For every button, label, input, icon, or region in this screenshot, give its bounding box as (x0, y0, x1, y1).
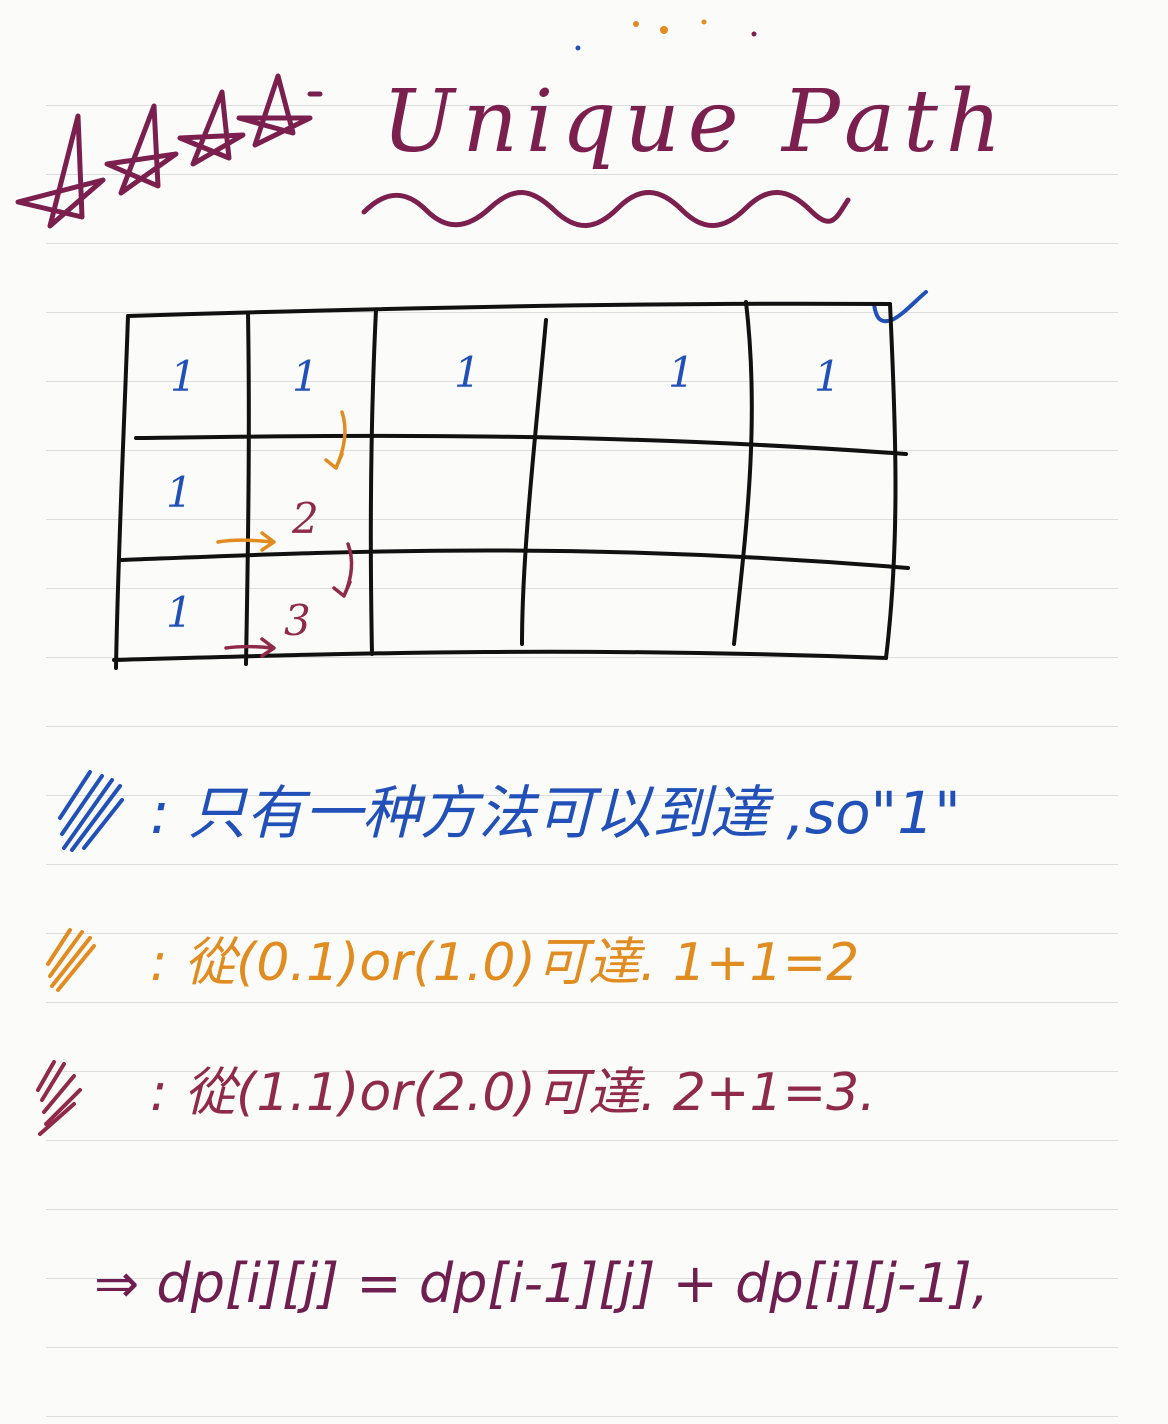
ruled-line (46, 1278, 1118, 1279)
grid-cell-0-0: 1 (170, 352, 197, 401)
ruled-line (46, 1209, 1118, 1210)
ruled-line (46, 450, 1118, 451)
grid-cell-1-1: 2 (292, 494, 319, 543)
ruled-line (46, 381, 1118, 382)
formula-text: ⇒ dp[i][j] = dp[i-1][j] + dp[i][j-1], (94, 1252, 989, 1315)
grid-cell-2-0: 1 (166, 588, 193, 637)
note-row-blue: : 只有一种方法可以到達 ,so"1" (150, 766, 961, 850)
ruled-line (46, 1347, 1118, 1348)
grid-cell-0-1: 1 (292, 352, 319, 401)
note-blue-text: : 只有一种方法可以到達 ,so"1" (150, 779, 961, 847)
ruled-line (46, 105, 1118, 106)
ruled-line (46, 726, 1118, 727)
formula-row: ⇒ dp[i][j] = dp[i-1][j] + dp[i][j-1], (94, 1252, 989, 1315)
ruled-line (46, 1416, 1118, 1417)
ruled-line (46, 657, 1118, 658)
blue-hatching-icon (58, 770, 124, 852)
grid-cell-0-2: 1 (454, 348, 481, 397)
note-maroon-text: : 從(1.1)or(2.0)可達. 2+1=3. (150, 1063, 876, 1123)
grid-cell-0-4: 1 (814, 352, 841, 401)
ruled-line (46, 1071, 1118, 1072)
note-row-orange: : 從(0.1)or(1.0)可達. 1+1=2 (150, 920, 859, 995)
note-row-maroon: : 從(1.1)or(2.0)可達. 2+1=3. (150, 1050, 876, 1125)
grid-cell-1-0: 1 (166, 468, 193, 517)
ruled-line (46, 795, 1118, 796)
ruled-line (46, 1002, 1118, 1003)
note-orange-text: : 從(0.1)or(1.0)可達. 1+1=2 (150, 933, 860, 993)
right-arrow-icon (224, 637, 276, 658)
orange-hatching-icon (46, 928, 96, 992)
maroon-hatching-icon (36, 1060, 82, 1136)
grid-cell-2-1: 3 (284, 596, 311, 645)
ruled-line (46, 588, 1118, 589)
grid-cell-0-3: 1 (668, 348, 695, 397)
ruled-line (46, 519, 1118, 520)
ruled-line (46, 243, 1118, 244)
ruled-line (46, 864, 1118, 865)
down-arrow-icon (332, 542, 354, 598)
ruled-line (46, 1140, 1118, 1141)
ruled-line (46, 312, 1118, 313)
right-arrow-icon (216, 531, 276, 552)
ink-dots-decoration (575, 19, 757, 51)
ruled-line (46, 174, 1118, 175)
path-grid (112, 300, 910, 670)
page-title: Unique Path (382, 72, 1010, 172)
down-arrow-icon (324, 410, 347, 470)
doodle-stars-icon (15, 73, 323, 229)
title-underline-squiggle (361, 190, 851, 228)
ruled-line (46, 933, 1118, 934)
